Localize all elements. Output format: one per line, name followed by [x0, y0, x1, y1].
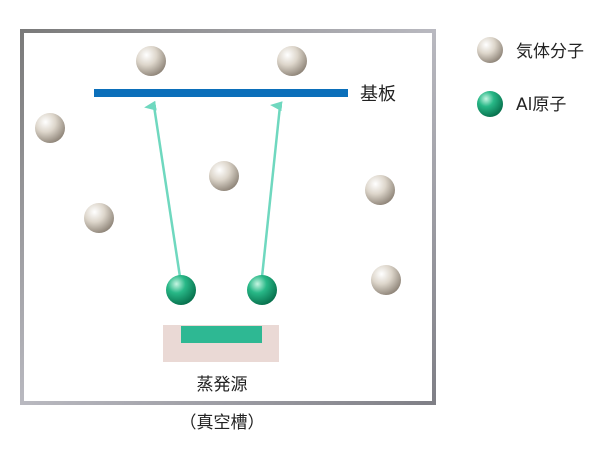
- legend: 気体分子 Al原子: [477, 37, 584, 117]
- gas-molecule: [84, 203, 114, 233]
- al-atom: [247, 275, 277, 305]
- gas-molecule: [371, 265, 401, 295]
- legend-gas-molecule-icon: [477, 37, 503, 63]
- gas-molecule: [365, 175, 395, 205]
- al-trajectory-arrow: [260, 101, 283, 278]
- gas-molecule: [277, 46, 307, 76]
- al-trajectory-arrow: [144, 100, 182, 278]
- legend-al-label: Al原子: [516, 95, 566, 115]
- legend-gas-label: 気体分子: [516, 42, 584, 62]
- vacuum-chamber-label: （真空槽）: [180, 413, 265, 433]
- substrate-bar: [94, 89, 348, 97]
- evaporation-source-plate: [181, 326, 262, 343]
- gas-molecule: [35, 113, 65, 143]
- substrate-label: 基板: [360, 84, 396, 105]
- evaporation-source-label: 蒸発源: [197, 375, 248, 395]
- al-atom: [166, 275, 196, 305]
- legend-al-atom-icon: [477, 91, 503, 117]
- gas-molecule: [136, 46, 166, 76]
- gas-molecule: [209, 161, 239, 191]
